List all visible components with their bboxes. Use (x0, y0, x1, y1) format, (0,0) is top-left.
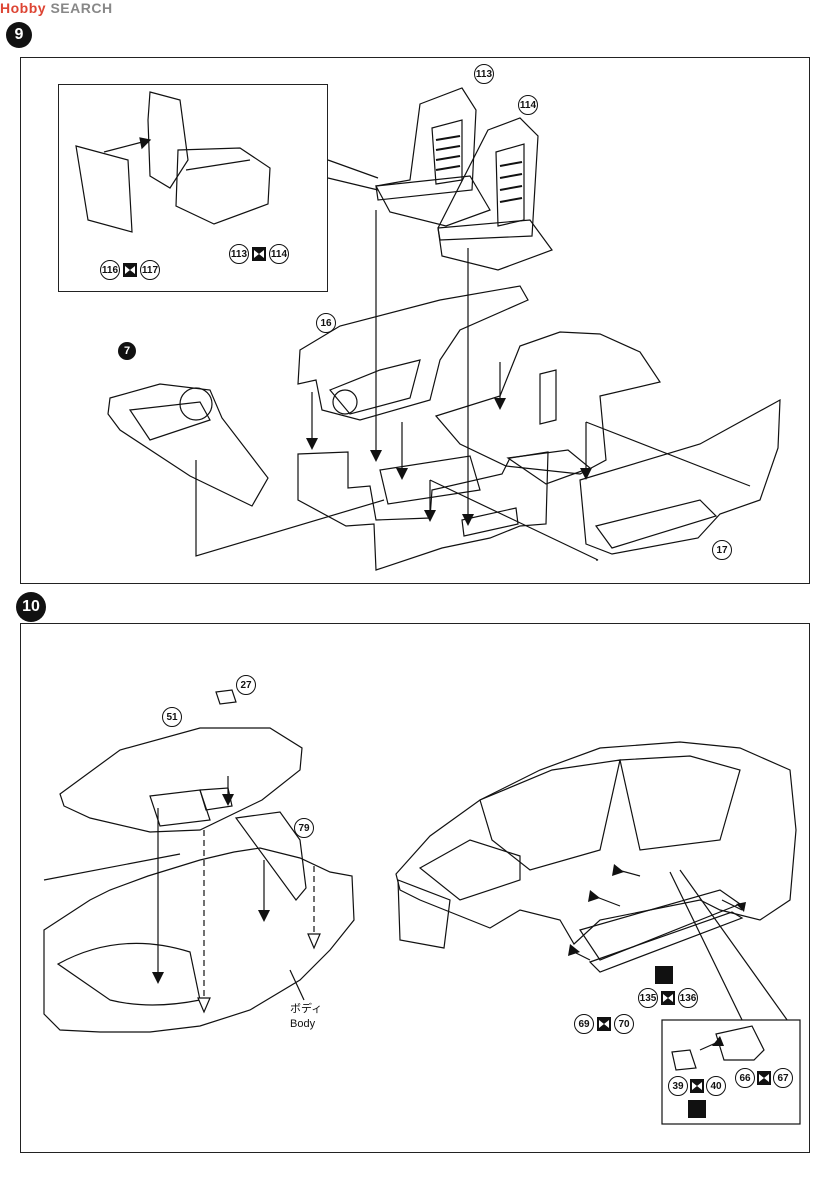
glue-icon (655, 966, 673, 984)
pair-assembly-icon (661, 991, 675, 1005)
pair-assembly-icon (757, 1071, 771, 1085)
part-51: 51 (162, 707, 182, 727)
part-136: 136 (678, 988, 698, 1008)
step-9-badge: 9 (6, 22, 32, 48)
inset-part-117: 117 (140, 260, 160, 280)
inset-part-113: 113 (229, 244, 249, 264)
body-label-jp: ボディ (290, 1003, 323, 1015)
watermark-brand-prefix: Hobby (0, 0, 47, 16)
part-27: 27 (236, 675, 256, 695)
watermark-brand-text: SEARCH (50, 0, 113, 16)
step-9-panel (20, 57, 810, 584)
part-67: 67 (773, 1068, 793, 1088)
body-label-en: Body (290, 1018, 316, 1030)
part-114: 114 (518, 95, 538, 115)
part-17: 17 (712, 540, 732, 560)
part-113: 113 (474, 64, 494, 84)
paint-icon (688, 1100, 706, 1118)
part-70: 70 (614, 1014, 634, 1034)
watermark-logo: Hobby SEARCH (0, 0, 113, 16)
inset-part-116: 116 (100, 260, 120, 280)
subassembly-7-badge: 7 (118, 342, 136, 360)
part-69: 69 (574, 1014, 594, 1034)
step-10-badge: 10 (16, 592, 46, 622)
pair-assembly-icon (597, 1017, 611, 1031)
part-16: 16 (316, 313, 336, 333)
part-39: 39 (668, 1076, 688, 1096)
pair-assembly-icon (252, 247, 266, 261)
part-40: 40 (706, 1076, 726, 1096)
inset-part-114: 114 (269, 244, 289, 264)
part-135: 135 (638, 988, 658, 1008)
pair-assembly-icon (123, 263, 137, 277)
pair-assembly-icon (690, 1079, 704, 1093)
step-10-panel (20, 623, 810, 1153)
part-66: 66 (735, 1068, 755, 1088)
part-79: 79 (294, 818, 314, 838)
